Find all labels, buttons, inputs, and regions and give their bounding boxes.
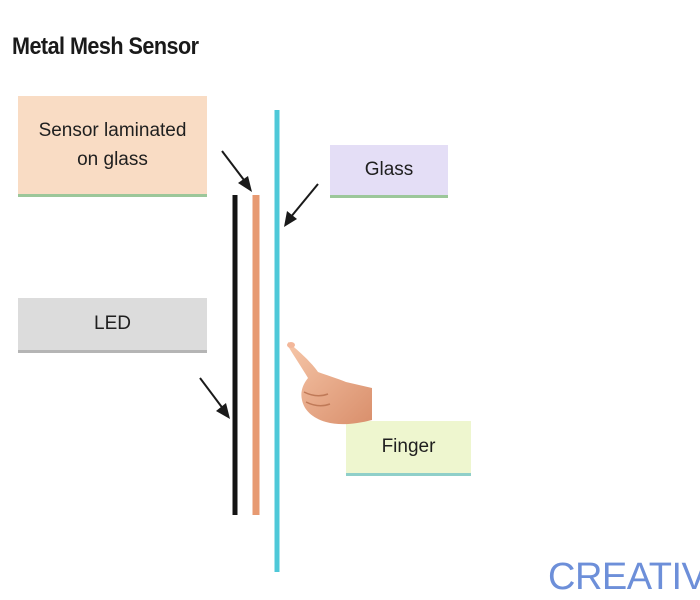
diagram-title: Metal Mesh Sensor	[12, 33, 199, 60]
sensor-label: Sensor laminated on glass	[18, 96, 207, 194]
glass-label: Glass	[330, 145, 448, 195]
glass-arrow	[284, 183, 319, 227]
watermark-text: CREATIVC	[548, 556, 700, 598]
pointing-finger-icon	[287, 342, 372, 425]
sensor-arrow	[221, 150, 252, 192]
led-label: LED	[18, 298, 207, 350]
finger-label: Finger	[346, 421, 471, 473]
led-arrow	[199, 377, 230, 419]
